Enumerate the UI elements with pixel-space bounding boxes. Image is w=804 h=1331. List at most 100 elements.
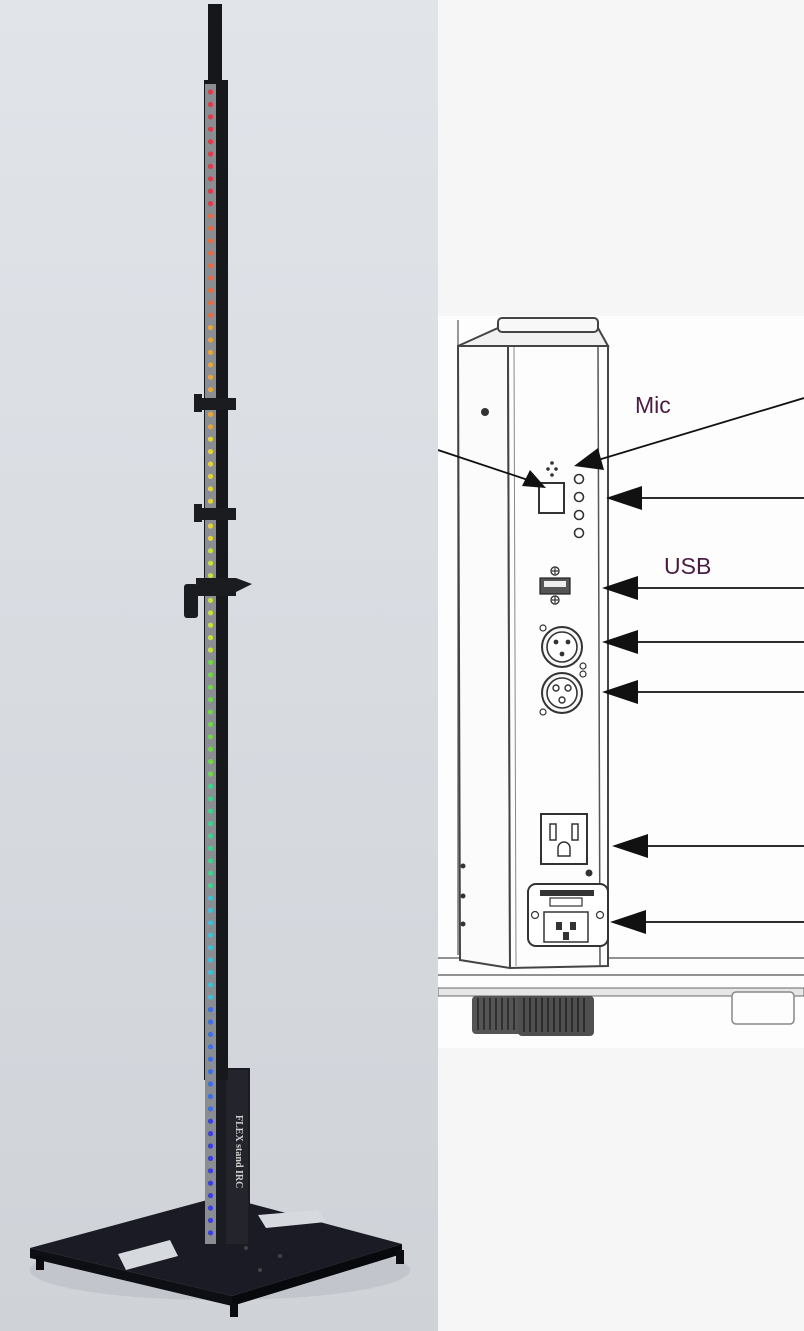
led-dot [207, 734, 214, 740]
led-dot [207, 858, 214, 864]
led-dot [207, 622, 214, 628]
led-dot [207, 461, 214, 467]
led-dot [207, 411, 214, 417]
pole-clamp-knob [194, 394, 202, 412]
enclosure-edge [513, 345, 517, 967]
arrowhead-mic [574, 448, 604, 470]
led-dot [207, 1007, 214, 1013]
led-dot [207, 771, 214, 777]
led-dot [207, 833, 214, 839]
led-dot [207, 697, 214, 703]
control-button [573, 527, 585, 539]
leveling-knob [518, 996, 594, 1036]
rear-panel-diagram: Mic USB [438, 0, 804, 1331]
pole-clamp-knob [194, 504, 202, 522]
foot [36, 1256, 44, 1270]
handle-slot-right [258, 1210, 326, 1228]
led-dot [207, 176, 214, 182]
led-dot [207, 573, 214, 579]
led-dot [207, 188, 214, 194]
led-dot [207, 647, 214, 653]
led-dot [207, 1205, 214, 1211]
led-dot [207, 486, 214, 492]
led-dot [207, 610, 214, 616]
control-button [573, 491, 585, 503]
led-dot [207, 684, 214, 690]
led-dot [207, 796, 214, 802]
led-dot [207, 548, 214, 554]
led-dot [207, 238, 214, 244]
led-dot [207, 1131, 214, 1137]
led-dot [207, 721, 214, 728]
led-dot [207, 1106, 214, 1112]
led-dot [207, 374, 214, 380]
top-handle [497, 317, 599, 333]
clamp-lever [236, 578, 252, 592]
xlr-input-connector-icon [539, 624, 587, 670]
pole-clamp [198, 398, 236, 410]
led-dot [207, 1230, 214, 1236]
led-dot [207, 845, 214, 852]
led-dot [207, 337, 214, 343]
arrow-line-display [438, 449, 535, 483]
arrowhead-xlr-out [602, 680, 638, 704]
led-dot [207, 1019, 214, 1025]
arrowhead-outlet [612, 834, 648, 858]
screw [278, 1254, 282, 1258]
led-dot [207, 560, 214, 566]
led-dot [207, 250, 214, 256]
arrow-line-mic [597, 397, 804, 461]
led-dot [207, 1217, 214, 1223]
pole-top-section [208, 4, 222, 84]
led-dot [207, 808, 214, 814]
led-dot [207, 1044, 214, 1050]
led-dot [207, 1056, 214, 1062]
led-dot [207, 1093, 214, 1099]
led-dot [207, 994, 214, 1000]
led-dot [207, 895, 214, 901]
led-dot [207, 883, 214, 889]
base-rim [438, 987, 804, 997]
led-dot [207, 139, 214, 145]
led-dot [207, 114, 214, 120]
led-dot [207, 387, 214, 393]
led-dot [207, 163, 214, 169]
arrowhead-inlet [610, 910, 646, 934]
foot [396, 1250, 404, 1264]
led-strip-leds [207, 89, 214, 1236]
mic-hole-icon [546, 461, 558, 477]
usb-callout-label: USB [664, 553, 712, 579]
clamp-knob [184, 584, 198, 618]
led-dot [207, 907, 214, 914]
led-dot [207, 436, 214, 442]
led-dot [207, 746, 214, 752]
led-dot [207, 275, 214, 281]
product-photo: FLEX stand IRC [30, 4, 410, 1317]
screw [460, 921, 466, 927]
led-dot [207, 759, 214, 765]
base-plate-edge-left [30, 1248, 232, 1306]
pole-clamp [198, 508, 236, 520]
base-plate-edge-right [232, 1244, 402, 1306]
led-dot [207, 287, 214, 293]
led-dot [207, 535, 214, 542]
control-button [573, 509, 585, 521]
led-dot [207, 1143, 214, 1149]
led-dot [207, 597, 214, 604]
led-dot [207, 126, 214, 132]
led-dot [207, 424, 214, 430]
led-dot [207, 498, 214, 504]
screw [481, 408, 489, 416]
led-dot [207, 635, 214, 641]
led-dot [207, 1118, 214, 1124]
led-dot [207, 982, 214, 988]
screw [460, 893, 466, 899]
indicator-dot [585, 869, 593, 877]
led-dot [207, 312, 214, 318]
screw [460, 863, 466, 869]
led-dot [207, 821, 214, 827]
pole-clamp [196, 578, 236, 596]
product-photo-panel: FLEX stand IRC [0, 0, 438, 1331]
stand-foot [731, 991, 795, 1025]
control-button [573, 473, 585, 485]
